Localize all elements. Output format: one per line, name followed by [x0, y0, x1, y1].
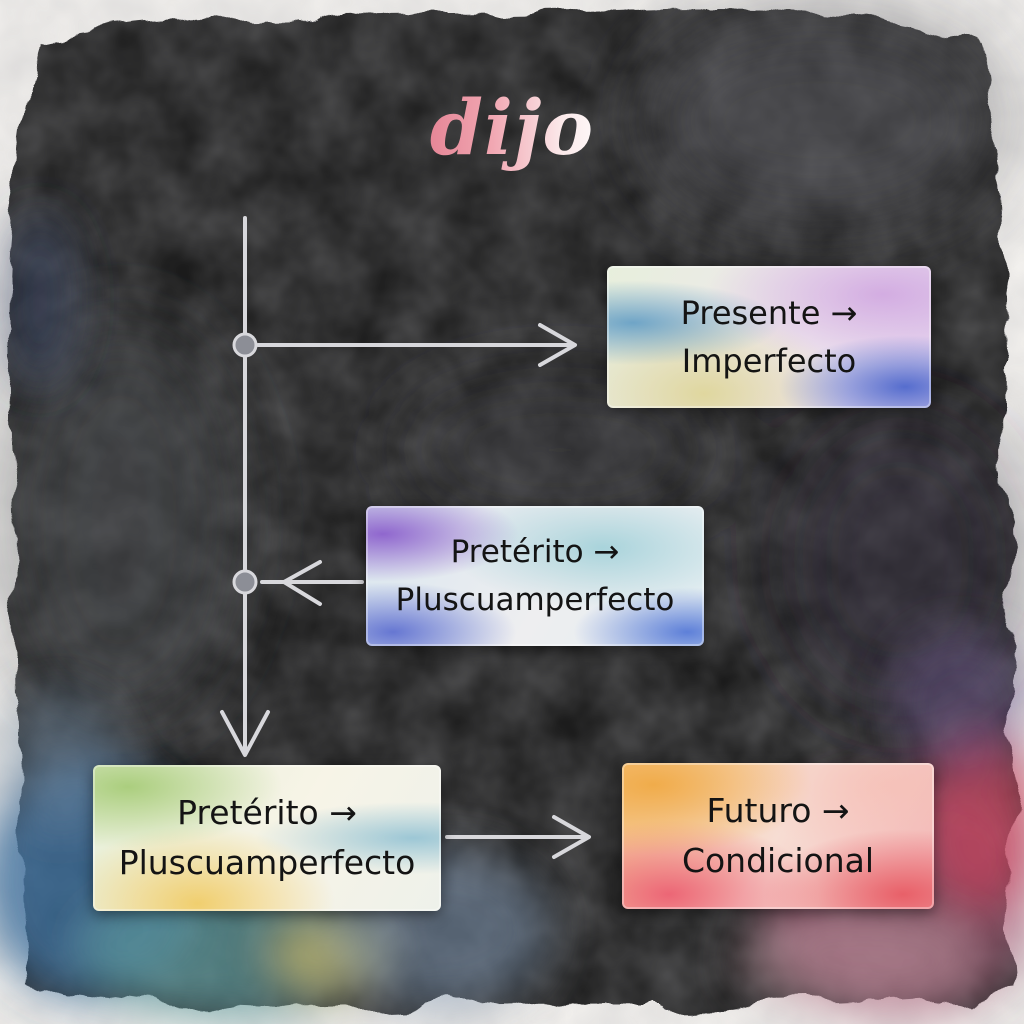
- arrow-from-preterito-head: [282, 560, 322, 606]
- card-line: Pluscuamperfecto: [395, 582, 675, 618]
- arrow-to-presente-head: [538, 323, 577, 367]
- arrow-to-futuro-head: [552, 815, 591, 859]
- card-line: Futuro →: [706, 791, 850, 830]
- card-preterito-pluscuamperfecto-middle: Pretérito → Pluscuamperfecto: [366, 506, 704, 646]
- timeline-down-arrowhead: [220, 710, 270, 757]
- card-line: Presente →: [680, 294, 858, 332]
- timeline-node-upper: [232, 332, 258, 358]
- card-line: Pretérito →: [450, 534, 620, 570]
- card-futuro-condicional: Futuro → Condicional: [622, 763, 934, 909]
- timeline-node-lower: [232, 569, 258, 595]
- card-line: Imperfecto: [681, 342, 857, 380]
- card-presente-imperfecto: Presente → Imperfecto: [607, 266, 931, 408]
- card-preterito-pluscuamperfecto-bottom: Pretérito → Pluscuamperfecto: [93, 765, 441, 911]
- card-line: Condicional: [681, 841, 875, 880]
- diagram-title: dijo: [412, 78, 612, 178]
- card-line: Pluscuamperfecto: [118, 843, 416, 882]
- card-line: Pretérito →: [177, 793, 357, 832]
